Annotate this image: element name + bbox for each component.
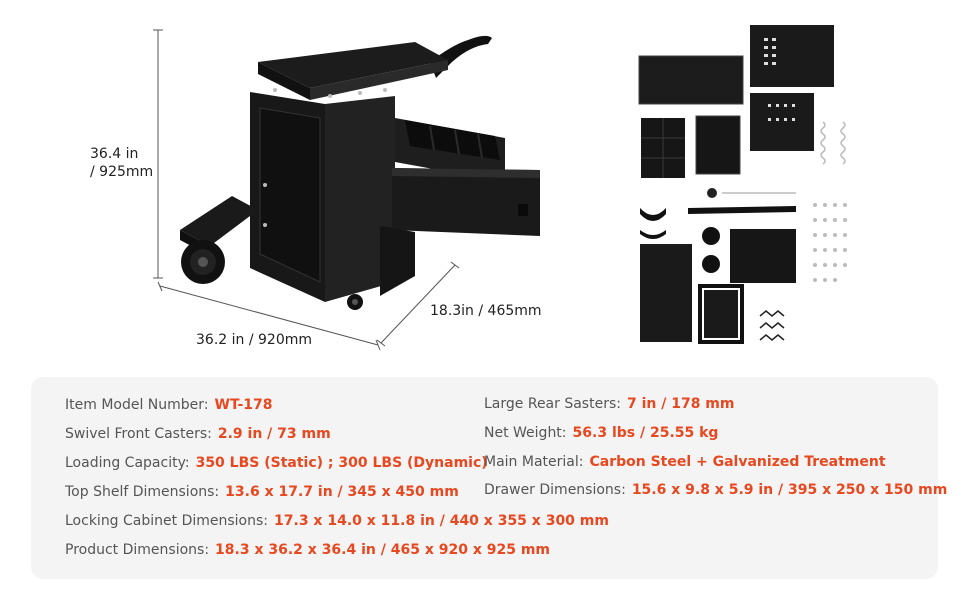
spec-value: 56.3 lbs / 25.55 kg	[572, 425, 719, 441]
spec-value: 350 LBS (Static) ; 300 LBS (Dynamic)	[195, 455, 488, 471]
spec-value: 17.3 x 14.0 x 11.8 in / 440 x 355 x 300 …	[274, 513, 609, 529]
spec-label: Main Material:	[484, 454, 584, 470]
specifications-panel: Item Model Number: WT-178 Swivel Front Ca…	[31, 377, 947, 579]
spec-value: 15.6 x 9.8 x 5.9 in / 395 x 250 x 150 mm	[631, 482, 948, 498]
height-dimension-line2: / 925mm	[90, 164, 154, 180]
spec-label: Loading Capacity:	[65, 455, 190, 471]
height-dimension-line1: 36.4 in	[90, 146, 139, 162]
product-area: 36.4 in / 925mm 36.2 in / 920mm 18.3in /…	[90, 25, 847, 351]
parts-layout	[638, 25, 847, 344]
spec-loading-capacity: Loading Capacity: 350 LBS (Static) ; 300 …	[65, 454, 488, 472]
spec-value: 2.9 in / 73 mm	[217, 426, 331, 442]
width-dimension: 36.2 in / 920mm	[196, 332, 312, 348]
spec-label: Locking Cabinet Dimensions:	[65, 513, 269, 529]
welding-cart	[180, 35, 540, 310]
spec-value: 18.3 x 36.2 x 36.4 in / 465 x 920 x 925 …	[215, 542, 551, 558]
spec-swivel-front-casters: Swivel Front Casters: 2.9 in / 73 mm	[65, 425, 331, 443]
spec-top-shelf-dimensions: Top Shelf Dimensions: 13.6 x 17.7 in / 34…	[65, 483, 459, 501]
dimension-lines	[153, 29, 460, 351]
product-illustration	[153, 25, 847, 351]
spec-main-material: Main Material: Carbon Steel + Galvanized …	[484, 453, 886, 471]
spec-value: Carbon Steel + Galvanized Treatment	[589, 454, 886, 470]
spec-label: Net Weight:	[484, 425, 567, 441]
spec-label: Large Rear Sasters:	[484, 396, 621, 412]
spec-label: Swivel Front Casters:	[65, 426, 212, 442]
spec-value: 7 in / 178 mm	[626, 396, 735, 412]
spec-locking-cabinet-dimensions: Locking Cabinet Dimensions: 17.3 x 14.0 x…	[65, 512, 609, 530]
depth-dimension: 18.3in / 465mm	[430, 303, 542, 319]
spec-label: Drawer Dimensions:	[484, 482, 626, 498]
spec-drawer-dimensions: Drawer Dimensions: 15.6 x 9.8 x 5.9 in / …	[484, 481, 947, 499]
spec-value: WT-178	[214, 397, 273, 413]
spec-label: Top Shelf Dimensions:	[65, 484, 220, 500]
spec-item-model-number: Item Model Number: WT-178	[65, 396, 272, 414]
spec-label: Item Model Number:	[65, 397, 209, 413]
spec-large-rear-casters: Large Rear Sasters: 7 in / 178 mm	[484, 395, 734, 413]
spec-value: 13.6 x 17.7 in / 345 x 450 mm	[225, 484, 459, 500]
height-dimension: 36.4 in / 925mm	[90, 145, 153, 181]
spec-net-weight: Net Weight: 56.3 lbs / 25.55 kg	[484, 424, 718, 442]
spec-product-dimensions: Product Dimensions: 18.3 x 36.2 x 36.4 in…	[65, 541, 550, 559]
spec-label: Product Dimensions:	[65, 542, 210, 558]
